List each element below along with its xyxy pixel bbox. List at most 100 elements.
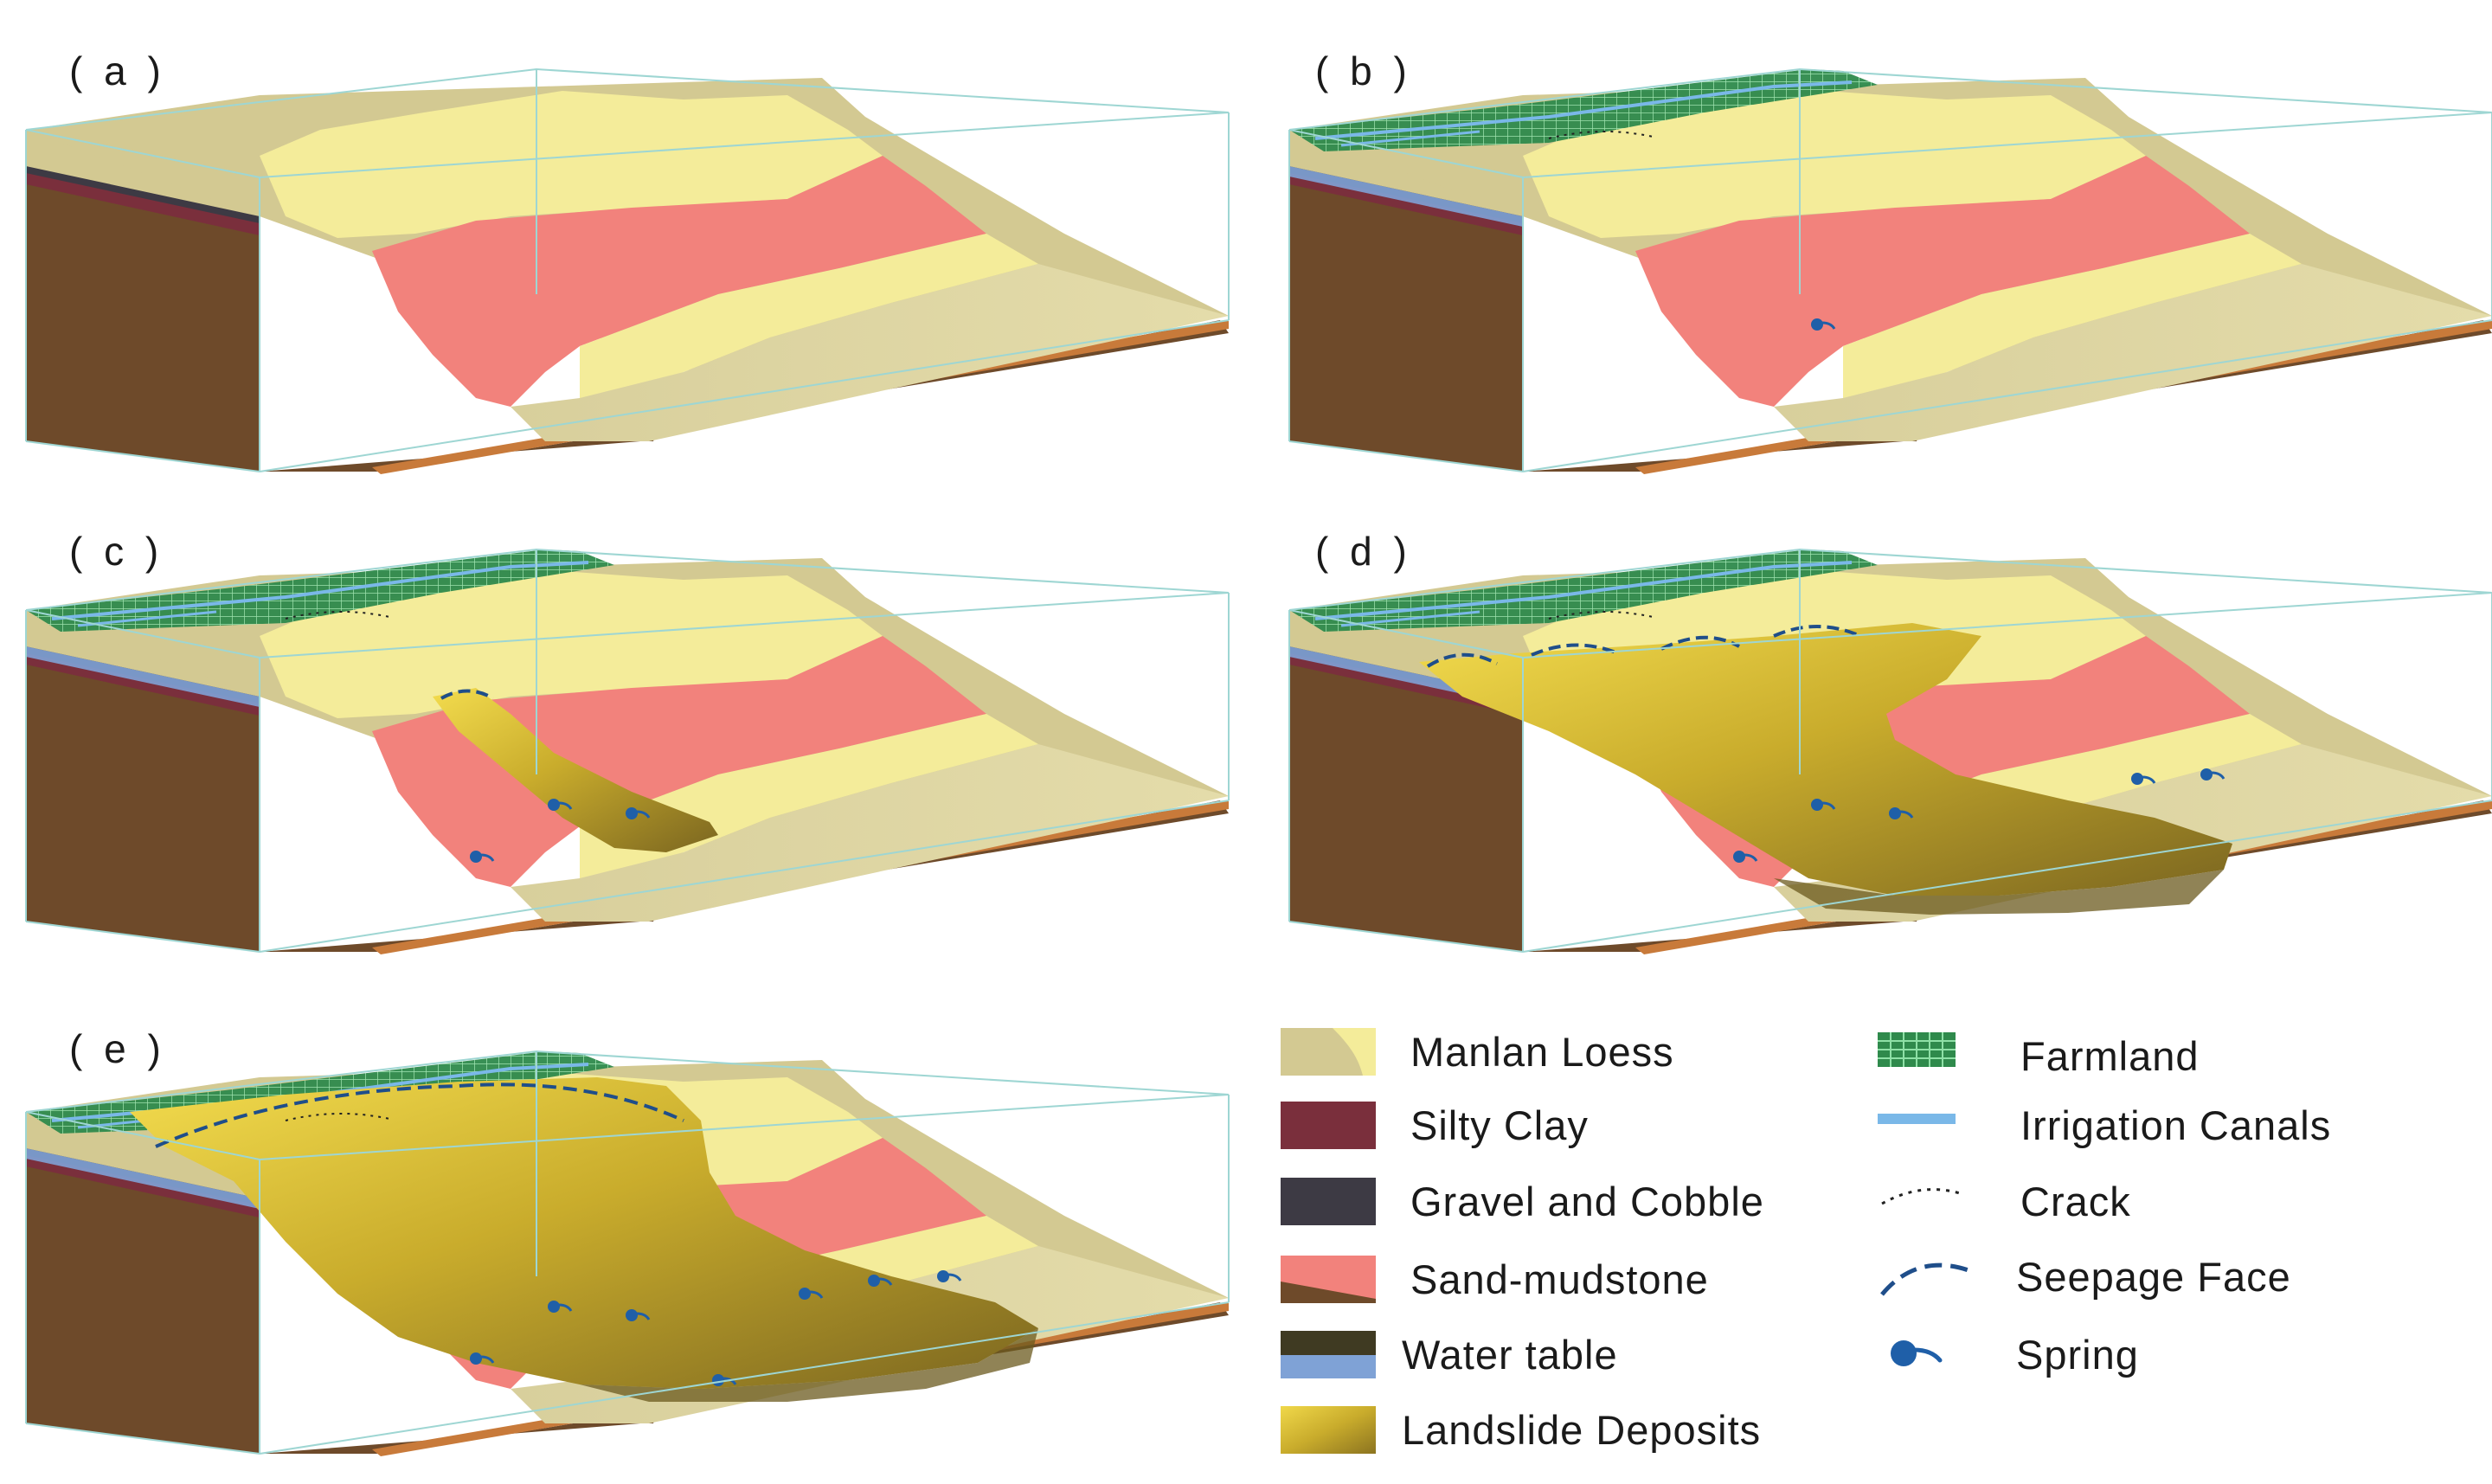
spring-marker-3 <box>626 807 638 819</box>
front-face-left <box>1289 662 1523 952</box>
panel-e: ( e ) <box>25 1017 1237 1467</box>
spring-marker-1 <box>548 799 560 811</box>
deposit-toe <box>1774 870 2224 915</box>
spring-marker-2 <box>1733 851 1745 863</box>
silty-clay-swatch <box>1281 1102 1376 1149</box>
legend-label-manlan-loess: Manlan Loess <box>1410 1029 1674 1075</box>
sand-mudstone-swatch <box>1281 1256 1376 1303</box>
farmland <box>1289 69 1878 151</box>
spring-marker-5 <box>2200 768 2213 781</box>
panel-d: ( d ) <box>1288 515 2492 965</box>
frame-top <box>1288 67 2492 472</box>
legend-item-irrigation-canals: Irrigation Canals <box>1878 1095 2466 1155</box>
legend-label-water-table: Water table <box>1402 1332 1618 1378</box>
gravel-cobble-swatch <box>1281 1178 1376 1225</box>
seepage-face-4 <box>1773 625 1861 638</box>
spring-marker-1 <box>1811 318 1823 331</box>
frame-top <box>25 548 1230 952</box>
sand-mudstone-band <box>1635 156 2250 407</box>
landslide-deposit <box>1419 623 2232 896</box>
legend-label-spring: Spring <box>2016 1332 2139 1378</box>
legend-item-silty-clay: Silty Clay <box>1281 1095 1886 1155</box>
legend-item-gravel-cobble: Gravel and Cobble <box>1281 1171 1886 1231</box>
sand-mudstone-band <box>372 636 986 887</box>
spring-outflow-1 <box>1821 801 1836 810</box>
block-diagram-d <box>1288 548 2492 954</box>
legend-item-crack: Crack <box>1878 1171 2466 1231</box>
legend-label-gravel-cobble: Gravel and Cobble <box>1410 1179 1764 1224</box>
block-diagram-b <box>1288 67 2492 474</box>
panel-c: ( c ) <box>25 515 1237 965</box>
spring-marker-3 <box>1889 807 1901 819</box>
legend-label-seepage-face: Seepage Face <box>2016 1254 2291 1300</box>
spring-outflow-1 <box>1821 321 1836 330</box>
valley-floor <box>511 264 1229 441</box>
legend-label-irrigation-canals: Irrigation Canals <box>2020 1102 2332 1148</box>
deposit-toe <box>580 1328 1038 1402</box>
legend-label-crack: Crack <box>2020 1179 2131 1224</box>
legend-item-manlan-loess: Manlan Loess <box>1281 1021 1886 1082</box>
spring-icon <box>1891 1340 1943 1366</box>
lower-loess <box>580 234 1038 398</box>
spring-marker-6 <box>799 1288 811 1300</box>
irrigation-canal-swatch <box>1878 1114 1956 1124</box>
legend-label-farmland: Farmland <box>2020 1033 2200 1079</box>
spring-outflow-4 <box>2142 775 2156 784</box>
legend-item-water-table: Water table <box>1281 1324 1886 1384</box>
legend-item-spring: Spring <box>1878 1324 2466 1384</box>
panel-label-c: ( c ) <box>69 529 164 574</box>
valley-floor <box>511 744 1229 922</box>
legend-item-seepage-face: Seepage Face <box>1878 1246 2466 1307</box>
spring-marker-1 <box>1811 799 1823 811</box>
water-table-layer <box>1289 166 1523 227</box>
valley-floor <box>1774 264 2492 441</box>
frame-sides <box>25 593 1230 953</box>
farmland-swatch <box>1878 1032 1956 1067</box>
panel-label-b: ( b ) <box>1315 48 1412 93</box>
legend-item-sand-mudstone: Sand-mudstone <box>1281 1249 1886 1309</box>
landslide-deposit <box>130 1077 1038 1389</box>
water-table-swatch <box>1281 1331 1376 1378</box>
spring-marker-2 <box>470 851 482 863</box>
frame-sides <box>25 112 1230 472</box>
spring-marker-4 <box>2131 773 2143 785</box>
seepage-face <box>440 689 494 700</box>
spring-outflow-2 <box>1744 853 1758 862</box>
spring-outflow-3 <box>1899 810 1914 819</box>
panel-b: ( b ) <box>1288 35 2492 485</box>
sand-mudstone-band <box>372 156 986 407</box>
loess-scarp <box>260 571 883 718</box>
spring-outflow-1 <box>558 1303 573 1312</box>
irrigation-canal <box>51 561 589 620</box>
irrigation-canal <box>1314 80 1853 140</box>
front-face-left <box>26 182 260 472</box>
spring-outflow-2 <box>480 853 495 862</box>
seepage-face-1 <box>1426 652 1498 668</box>
irrigation-canal-2 <box>1340 610 1480 627</box>
crack-swatch <box>1881 1188 1961 1205</box>
spring-outflow-6 <box>809 1290 824 1299</box>
front-face-left <box>1289 182 1523 472</box>
loess-scarp <box>1523 91 2146 238</box>
frame-sides <box>1288 593 2492 953</box>
panel-label-e: ( e ) <box>69 1026 166 1071</box>
lower-loess <box>1843 234 2302 398</box>
spring-marker-5 <box>937 1270 949 1282</box>
panel-label-a: ( a ) <box>69 48 166 93</box>
block-diagram-a <box>25 67 1230 474</box>
spring-outflow-4 <box>878 1277 893 1286</box>
spring-outflow-3 <box>636 1312 651 1320</box>
frame-sides <box>1288 112 2492 472</box>
water-table-layer <box>26 1148 260 1209</box>
spring-marker-2 <box>470 1352 482 1365</box>
frame-sides <box>25 1095 1230 1455</box>
seepage-face-swatch <box>1880 1262 1969 1296</box>
legend-label-sand-mudstone: Sand-mudstone <box>1410 1256 1709 1302</box>
landslide-deposit <box>433 688 718 852</box>
water-table-layer <box>26 646 260 707</box>
irrigation-canal-2 <box>77 610 217 627</box>
legend-label-landslide-deposits: Landslide Deposits <box>1402 1407 1762 1453</box>
frame-top <box>25 1050 1230 1454</box>
panel-a: ( a ) <box>25 35 1237 485</box>
farmland <box>26 549 614 632</box>
